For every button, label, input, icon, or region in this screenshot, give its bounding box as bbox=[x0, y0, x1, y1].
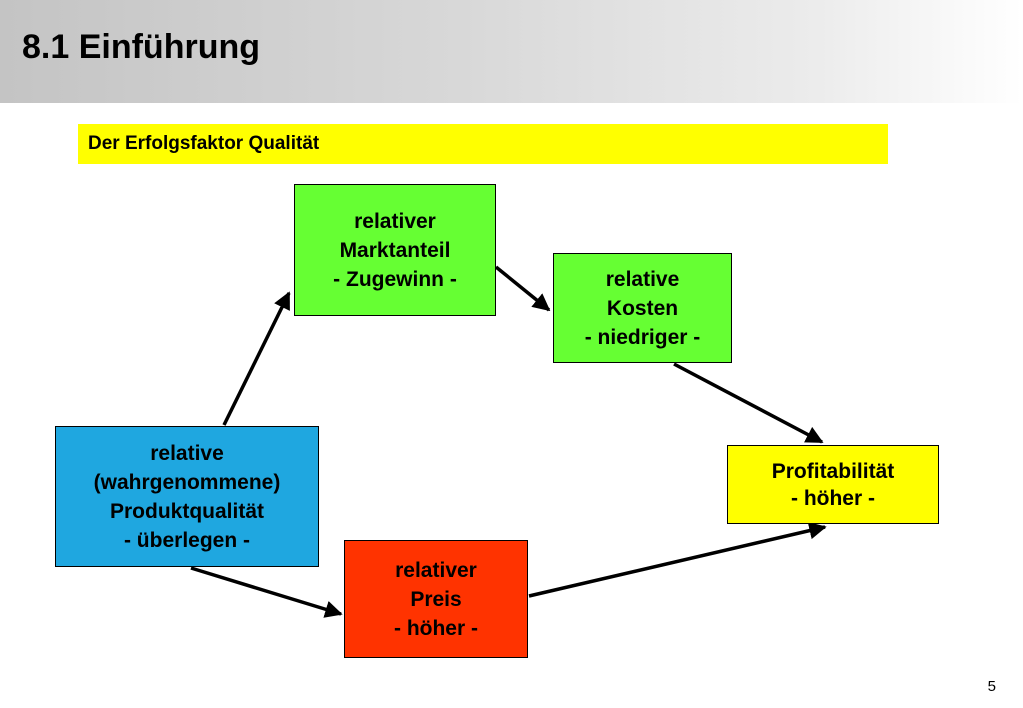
box-line: - höher - bbox=[791, 486, 875, 510]
box-line: - Zugewinn - bbox=[333, 268, 457, 291]
relative-kosten-box: relative Kosten - niedriger - bbox=[553, 253, 732, 363]
page-number: 5 bbox=[987, 678, 996, 695]
box-line: Preis bbox=[410, 587, 462, 611]
arrow-preis-to-profit bbox=[528, 522, 827, 598]
arrow-marktanteil-to-kosten bbox=[494, 265, 551, 312]
box-line: Kosten bbox=[606, 296, 679, 320]
arrow-qualitaet-to-preis bbox=[190, 566, 343, 618]
box-line: relative bbox=[150, 441, 224, 465]
box-line: - niedriger - bbox=[584, 325, 701, 349]
header-bar: 8.1 Einführung bbox=[0, 0, 1023, 103]
subtitle-text: Der Erfolgsfaktor Qualität bbox=[88, 133, 320, 154]
box-line: relativer bbox=[354, 210, 436, 233]
box-line: relative bbox=[605, 267, 680, 291]
box-line: - überlegen - bbox=[123, 528, 250, 552]
relativer-marktanteil-box: relativer Marktanteil - Zugewinn - bbox=[294, 184, 496, 316]
arrow-qualitaet-to-marktanteil bbox=[222, 291, 291, 426]
box-line: Produktqualität bbox=[109, 499, 264, 523]
arrow-kosten-to-profit bbox=[673, 362, 824, 444]
relativer-preis-box: relativer Preis - höher - bbox=[344, 540, 528, 658]
profitabilitaet-box: Profitabilität - höher - bbox=[727, 445, 939, 524]
box-line: Marktanteil bbox=[339, 239, 451, 262]
subtitle-banner: Der Erfolgsfaktor Qualität bbox=[78, 124, 888, 164]
box-line: Profitabilität bbox=[771, 459, 895, 483]
produktqualitaet-box: relative (wahrgenommene) Produktqualität… bbox=[55, 426, 319, 567]
page-title: 8.1 Einführung bbox=[22, 28, 260, 66]
box-line: (wahrgenommene) bbox=[93, 470, 281, 494]
box-line: - höher - bbox=[394, 616, 478, 640]
box-line: relativer bbox=[395, 558, 477, 582]
